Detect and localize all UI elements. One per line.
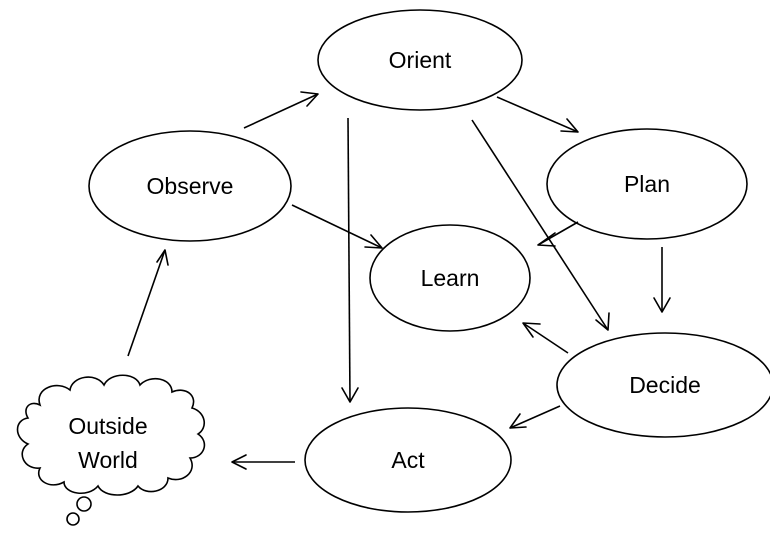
edge-outside-world-to-observe: [127, 249, 169, 357]
edge-plan-to-learn: [537, 221, 579, 247]
node-observe-shape: [88, 130, 292, 242]
node-decide: Decide: [556, 332, 770, 438]
edge-observe-to-learn: [291, 204, 383, 249]
node-learn: Learn: [369, 224, 531, 332]
node-observe: Observe: [88, 130, 292, 242]
cloud-bubble-large: [76, 496, 92, 512]
edge-decide-to-learn: [522, 322, 569, 354]
edge-orient-to-act: [341, 117, 359, 403]
node-decide-shape: [556, 332, 770, 438]
cloud-bubble-small: [66, 512, 80, 526]
node-outside-world-label-line1: Outside: [68, 413, 147, 439]
node-act-shape: [304, 407, 512, 513]
cloud-shape: [16, 374, 206, 496]
node-act: Act: [304, 407, 512, 513]
node-observe-label: Observe: [147, 173, 234, 199]
node-act-label: Act: [391, 447, 425, 473]
edge-orient-to-plan: [496, 96, 579, 133]
node-orient: Orient: [317, 9, 523, 111]
node-outside-world: Outside World: [16, 374, 206, 526]
node-learn-shape: [369, 224, 531, 332]
node-orient-shape: [317, 9, 523, 111]
node-orient-label: Orient: [389, 47, 452, 73]
edge-act-to-outside-world: [231, 454, 295, 470]
edge-decide-to-act: [509, 405, 561, 429]
node-plan-shape: [546, 128, 748, 240]
node-decide-label: Decide: [629, 372, 701, 398]
edge-orient-to-decide: [471, 119, 610, 331]
node-learn-label: Learn: [421, 265, 480, 291]
node-outside-world-label-line2: World: [78, 447, 138, 473]
node-plan-label: Plan: [624, 171, 670, 197]
node-plan: Plan: [546, 128, 748, 240]
edge-observe-to-orient: [243, 91, 319, 129]
edges: [127, 91, 671, 470]
edge-plan-to-decide: [653, 247, 671, 313]
